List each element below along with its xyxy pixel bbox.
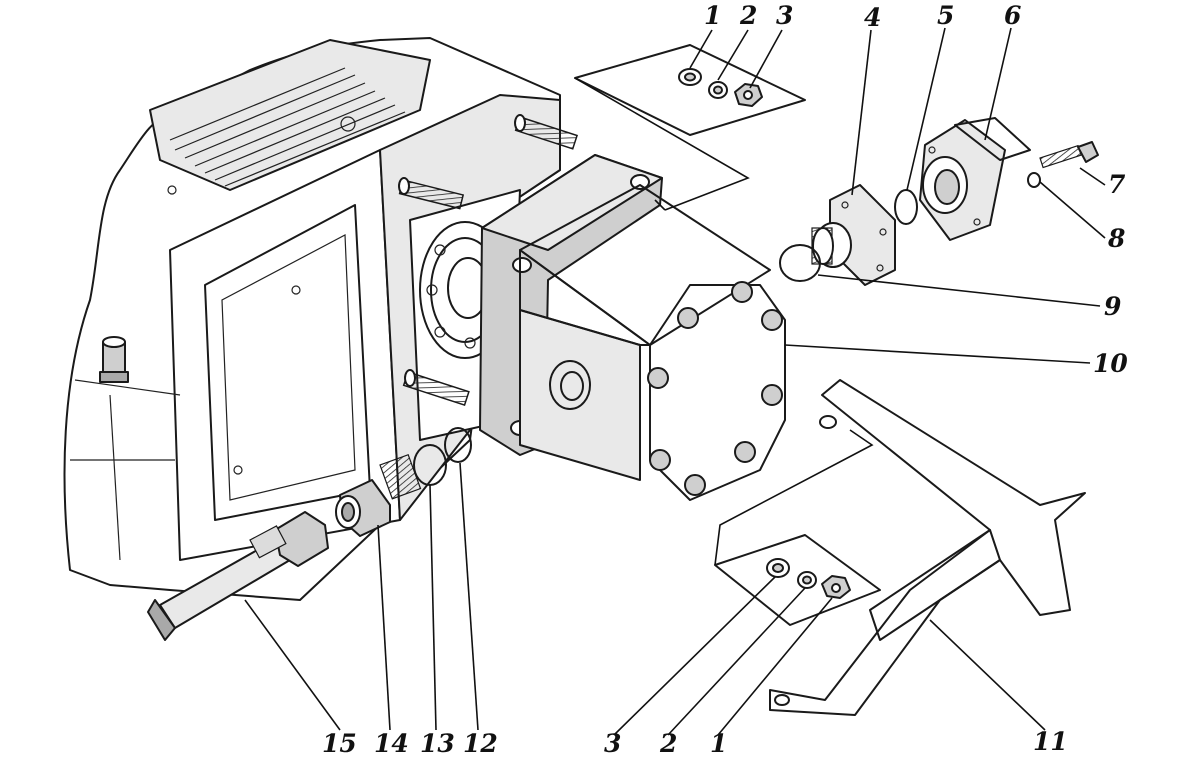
o-ring-12 <box>444 427 472 463</box>
leader-lines <box>244 27 1106 736</box>
callout-2-top: 2 <box>739 1 757 30</box>
washer-3-bottom <box>766 558 790 578</box>
callout-1-top: 1 <box>704 1 721 30</box>
callout-8: 8 <box>1107 224 1125 253</box>
mounting-studs <box>398 114 579 407</box>
callout-14: 14 <box>374 729 409 758</box>
cover-ribs <box>169 67 406 187</box>
callout-7: 7 <box>1108 170 1126 199</box>
callout-labels: 1 2 3 4 5 6 7 8 9 10 11 12 13 14 15 3 2 … <box>322 1 1128 758</box>
callout-9: 9 <box>1104 292 1121 321</box>
callout-13: 13 <box>420 729 455 758</box>
nut-3-top <box>734 83 763 107</box>
nut-1-bottom <box>821 575 851 599</box>
lock-washer-2-bottom <box>797 571 817 589</box>
o-ring-5 <box>894 189 918 225</box>
callout-3-top: 3 <box>776 1 793 30</box>
hydraulic-pump <box>479 154 786 501</box>
stud-bottom <box>402 369 470 407</box>
elbow-fitting-6 <box>919 117 1031 241</box>
washer-8 <box>1027 172 1041 188</box>
union-fitting-14 <box>335 453 422 537</box>
callout-1-bottom: 1 <box>710 729 727 758</box>
callout-15: 15 <box>322 729 357 758</box>
cover-bolts <box>647 281 783 496</box>
o-ring-9 <box>779 244 821 282</box>
vent-plug <box>99 336 129 383</box>
callout-6: 6 <box>1004 1 1021 30</box>
lock-washer-2-top <box>708 81 728 99</box>
bottom-fastener-kit <box>714 429 881 626</box>
stud-mid <box>398 177 465 210</box>
callout-12: 12 <box>463 729 498 758</box>
callout-4: 4 <box>864 3 881 32</box>
callout-3-bottom: 3 <box>604 729 621 758</box>
top-fastener-kit <box>574 44 806 211</box>
washer-1-top <box>678 68 702 86</box>
hose-end-15 <box>147 511 329 641</box>
bracket-11 <box>769 379 1086 716</box>
bolt-7 <box>1039 141 1099 169</box>
callout-10: 10 <box>1093 349 1128 378</box>
callout-5: 5 <box>937 1 954 30</box>
callout-2-bottom: 2 <box>659 729 677 758</box>
callout-11: 11 <box>1033 727 1068 756</box>
stud-top <box>514 114 579 150</box>
flange-4 <box>811 184 896 286</box>
